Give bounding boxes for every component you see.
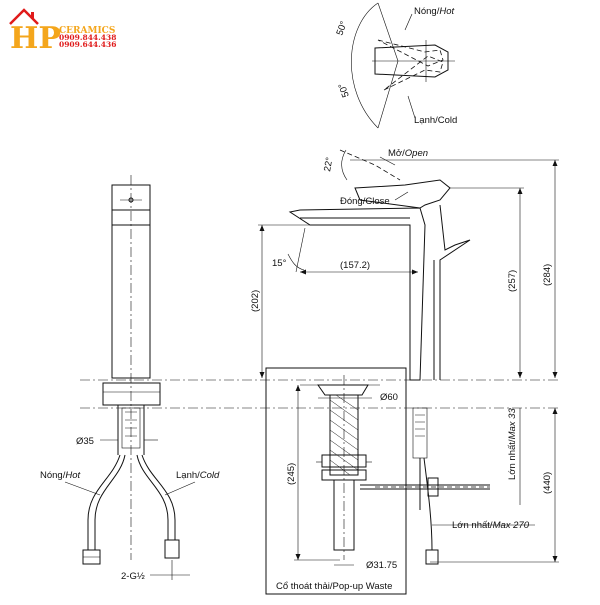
- front-view: Ø35 2-G½ Nóng/Hot Lạnh/Cold: [40, 175, 220, 582]
- logo-phone-2: 0909.644.436: [59, 40, 116, 49]
- side-body: [288, 207, 426, 381]
- logo-letters: HP: [10, 21, 61, 56]
- angle-bottom-label: 50°: [337, 81, 352, 98]
- dia-35-label: Ø35: [76, 436, 94, 447]
- angle-lever-label: 22°: [322, 156, 335, 172]
- front-hot-label: Nóng/Hot: [40, 470, 81, 481]
- open-label: Mở/Open: [388, 148, 428, 159]
- top-hot-label: Nóng/Hot: [414, 6, 455, 17]
- top-cold-label: Lạnh/Cold: [414, 115, 457, 126]
- logo-roof-icon: [9, 8, 39, 25]
- cold-fitting: [164, 539, 180, 559]
- front-cold-label: Lạnh/Cold: [176, 470, 220, 481]
- logo: HP CERAMICS 0909.844.438 0909.644.436: [9, 8, 116, 56]
- angle-top-label: 50°: [334, 20, 349, 37]
- popup-waste-frame: [265, 367, 407, 595]
- dim-reach-label: (157.2): [340, 260, 370, 271]
- max-270-label: Lớn nhất/Max 270: [452, 520, 530, 531]
- logo-chimney-icon: [31, 12, 34, 19]
- top-view-arc: [351, 2, 379, 129]
- logo-brand: CERAMICS: [59, 26, 115, 36]
- logo-phone-1: 0909.844.438: [59, 33, 116, 42]
- dim-lever-height-label: (257): [507, 270, 518, 292]
- dim-below-label: (440): [542, 472, 553, 494]
- thread-label: 2-G½: [121, 571, 145, 582]
- top-view-body: [374, 44, 449, 78]
- side-lever: [354, 179, 451, 209]
- side-view: 22° Mở/Open Đóng/Close 15° (157.2) (202)…: [250, 148, 559, 565]
- popup-waste-label: Cổ thoát thải/Pop-up Waste: [276, 581, 392, 592]
- front-body: [111, 184, 151, 379]
- close-label: Đóng/Close: [340, 196, 390, 207]
- top-view: 50° 50° Nóng/Hot Lạnh/Cold: [334, 2, 457, 129]
- dim-drain-label: (245): [286, 463, 297, 485]
- dia-3175-label: Ø31.75: [366, 560, 397, 571]
- dim-spout-height-label: (202): [250, 290, 261, 312]
- dia-60-label: Ø60: [380, 392, 398, 403]
- dim-total-height-label: (284): [542, 264, 553, 286]
- popup-waste: Ø60 (245) Ø31.75 Cổ thoát thải/Pop-up Wa…: [265, 367, 407, 595]
- angle-spout-label: 15°: [272, 258, 287, 269]
- max-33-label: Lớn nhất/Max 33: [507, 408, 518, 480]
